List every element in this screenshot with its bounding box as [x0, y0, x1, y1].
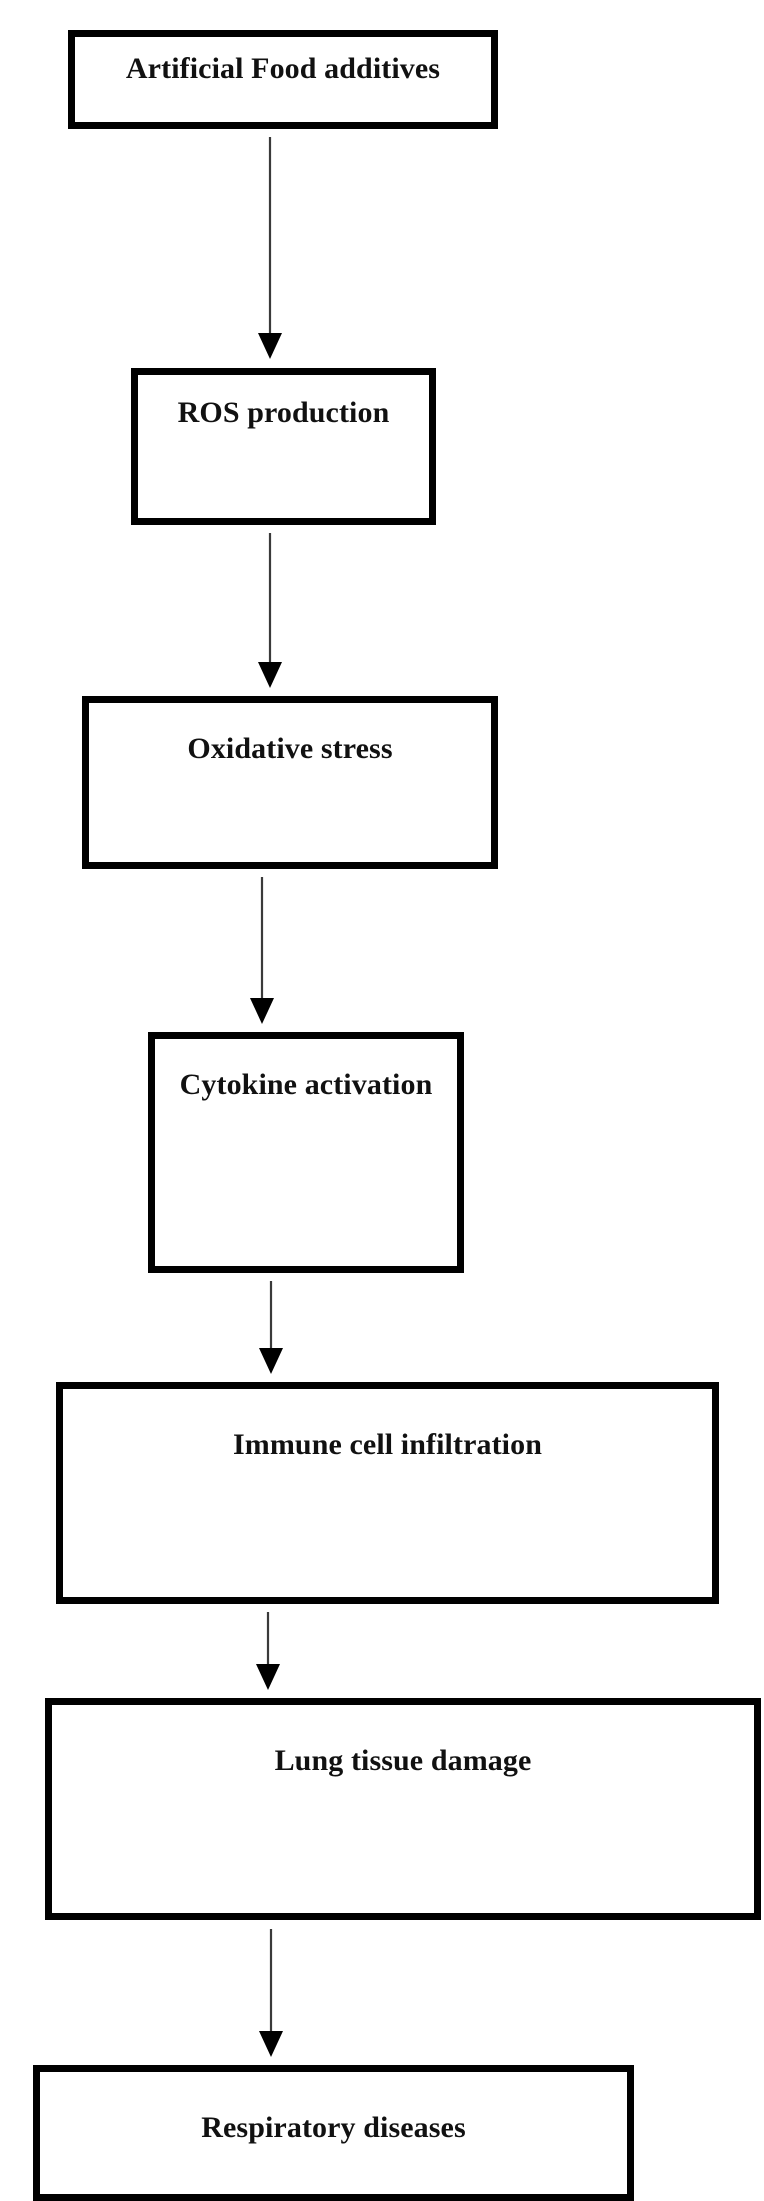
node-oxidative-stress: Oxidative stress [82, 696, 498, 869]
node-ros-production: ROS production [131, 368, 436, 525]
arrow-head [259, 2031, 283, 2057]
node-respiratory-diseases: Respiratory diseases [33, 2065, 634, 2201]
node-immune-cell-infiltration: Immune cell infiltration [56, 1382, 719, 1604]
node-label-lung-tissue-damage: Lung tissue damage [274, 1744, 532, 1777]
arrow-lung-tissue-damage-to-respiratory-diseases [256, 1929, 286, 2057]
node-label-oxidative-stress: Oxidative stress [187, 732, 393, 765]
arrow-cytokine-activation-to-immune-cell-infiltration [256, 1281, 286, 1374]
node-label-respiratory-diseases: Respiratory diseases [201, 2111, 466, 2144]
arrow-oxidative-stress-to-cytokine-activation [247, 877, 277, 1024]
arrow-head [258, 662, 282, 688]
arrow-head [258, 333, 282, 359]
arrow-immune-cell-infiltration-to-lung-tissue-damage [253, 1612, 283, 1690]
arrow-head [250, 998, 274, 1024]
arrow-ros-production-to-oxidative-stress [255, 533, 285, 688]
node-lung-tissue-damage: Lung tissue damage [45, 1698, 761, 1920]
arrow-artificial-food-additives-to-ros-production [255, 137, 285, 359]
node-label-artificial-food-additives: Artificial Food additives [125, 52, 441, 85]
node-label-cytokine-activation: Cytokine activation [179, 1068, 433, 1101]
arrow-head [256, 1664, 280, 1690]
node-label-immune-cell-infiltration: Immune cell infiltration [232, 1428, 543, 1461]
node-artificial-food-additives: Artificial Food additives [68, 30, 498, 129]
node-label-ros-production: ROS production [177, 396, 390, 429]
arrow-head [259, 1348, 283, 1374]
node-cytokine-activation: Cytokine activation [148, 1032, 464, 1273]
